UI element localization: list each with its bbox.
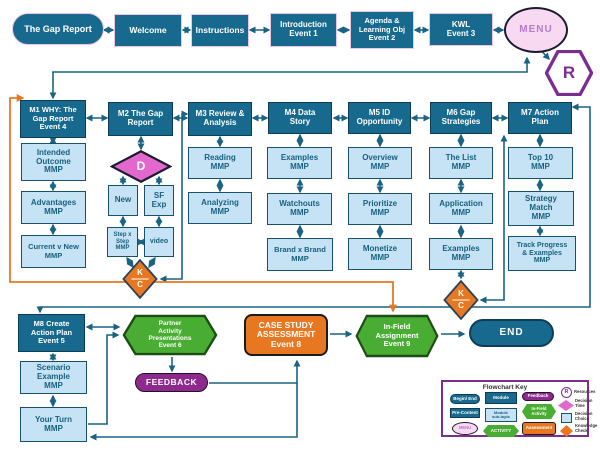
node-examples-m4: Examples MMP	[267, 147, 332, 179]
node-analyzing: Analyzing MMP	[188, 192, 252, 224]
node-m1-module: M1 WHY: The Gap Report Event 4	[20, 100, 86, 138]
legend-module-subtopic: Module sub-topic	[485, 408, 517, 422]
legend-decision-time-label: Decision Time	[575, 398, 593, 408]
legend-pre-content: Pre-Content	[450, 408, 480, 418]
node-scenario-example: Scenario Example MMP	[20, 361, 87, 394]
node-m2-module: M2 The Gap Report	[108, 102, 173, 136]
node-monetize: Monetize MMP	[348, 238, 412, 270]
legend-module: Module	[485, 392, 517, 404]
legend-resources-icon: R	[561, 387, 572, 398]
legend-activity: ACTIVITY	[483, 425, 519, 437]
node-kwl-event-3: KWL Event 3	[429, 13, 493, 46]
partner-activity-label: Partner Activity Presentations Event 6	[148, 320, 192, 350]
node-introduction-event-1: Introduction Event 1	[270, 13, 337, 47]
flowchart-key: Flowchart Key Begin/ End Pre-Content MEN…	[441, 380, 598, 437]
node-advantages: Advantages MMP	[21, 191, 86, 224]
node-watchouts: Watchouts MMP	[267, 193, 332, 225]
node-end: END	[469, 319, 554, 347]
legend-decision-time-icon	[558, 400, 574, 411]
remediation-path	[9, 94, 397, 313]
legend-in-field-activity: In-Field Activity	[522, 404, 556, 419]
node-m3-module: M3 Review & Analysis	[188, 102, 252, 136]
node-instructions: Instructions	[191, 14, 249, 47]
in-field-assignment-hexagon: In-Field Assignment Event 9	[355, 314, 439, 358]
node-prioritize: Prioritize MMP	[348, 193, 412, 225]
node-welcome: Welcome	[114, 14, 182, 47]
node-m6-module: M6 Gap Strategies	[430, 102, 492, 134]
resources-hexagon: R	[545, 50, 593, 96]
node-case-study-assessment: CASE STUDY ASSESSMENT Event 8	[244, 314, 328, 356]
legend-begin-end: Begin/ End	[450, 394, 480, 404]
legend-resources-label: Resources	[574, 389, 596, 394]
hexagon-icon	[355, 314, 439, 358]
resources-label: R	[562, 63, 576, 83]
hexagon-icon	[545, 50, 593, 96]
legend-menu: MENU	[452, 422, 478, 435]
legend-knowledge-check-label: Knowledge Check	[575, 423, 598, 433]
legend-feedback: Feedback	[522, 392, 554, 401]
node-step-x-step: Step x Step MMP	[107, 227, 138, 257]
in-field-label: In-Field Assignment Event 9	[375, 322, 419, 349]
node-m4-module: M4 Data Story	[268, 102, 332, 134]
node-menu: MENU	[504, 7, 568, 53]
node-the-list: The List MMP	[429, 147, 493, 179]
partner-activity-hexagon: Partner Activity Presentations Event 6	[122, 314, 218, 356]
kc-top-label: K	[458, 289, 464, 298]
legend-decision-choice-label: Decision Choice	[575, 411, 593, 421]
node-new: New	[108, 185, 138, 216]
diamond-icon	[122, 259, 158, 299]
decision-d-label: D	[136, 158, 146, 173]
node-application: Application MMP	[429, 193, 493, 224]
node-m5-module: M5 ID Opportunity	[348, 102, 411, 134]
node-intended-outcome: Intended Outcome MMP	[21, 143, 86, 181]
node-overview: Overview MMP	[348, 147, 412, 179]
node-your-turn: Your Turn MMP	[20, 407, 87, 442]
node-reading: Reading MMP	[188, 147, 252, 179]
node-strategy-match: Strategy Match MMP	[508, 191, 574, 226]
node-m8-module: M8 Create Action Plan Event 5	[18, 314, 85, 352]
node-current-v-new: Current v New MMP	[21, 235, 86, 268]
node-start-gap-report: The Gap Report	[12, 13, 104, 45]
decision-time-diamond: D	[110, 150, 172, 183]
node-feedback: FEEDBACK	[135, 373, 208, 392]
node-top-10: Top 10 MMP	[508, 147, 573, 179]
diamond-icon	[443, 280, 479, 320]
node-m7-module: M7 Action Plan	[508, 102, 572, 134]
node-examples-m6: Examples MMP	[429, 238, 493, 270]
kc-bottom-label: C	[458, 301, 464, 310]
diamond-icon	[110, 150, 172, 183]
legend-knowledge-check-icon	[560, 425, 573, 437]
node-track-progress: Track Progress & Examples MMP	[508, 236, 576, 271]
node-agenda-event-2: Agenda & Learning Obj Event 2	[350, 11, 414, 49]
legend-assessment: Assessment	[522, 422, 556, 435]
node-video: video	[144, 227, 174, 257]
node-sf-exp: SF Exp	[144, 185, 174, 216]
hexagon-icon	[122, 314, 218, 356]
kc-bottom-label: C	[137, 280, 143, 289]
legend-decision-choice-icon	[561, 413, 572, 423]
flowchart-key-title: Flowchart Key	[482, 384, 528, 391]
node-brand-x-brand: Brand x Brand MMP	[267, 238, 333, 271]
kc-top-label: K	[137, 268, 143, 277]
